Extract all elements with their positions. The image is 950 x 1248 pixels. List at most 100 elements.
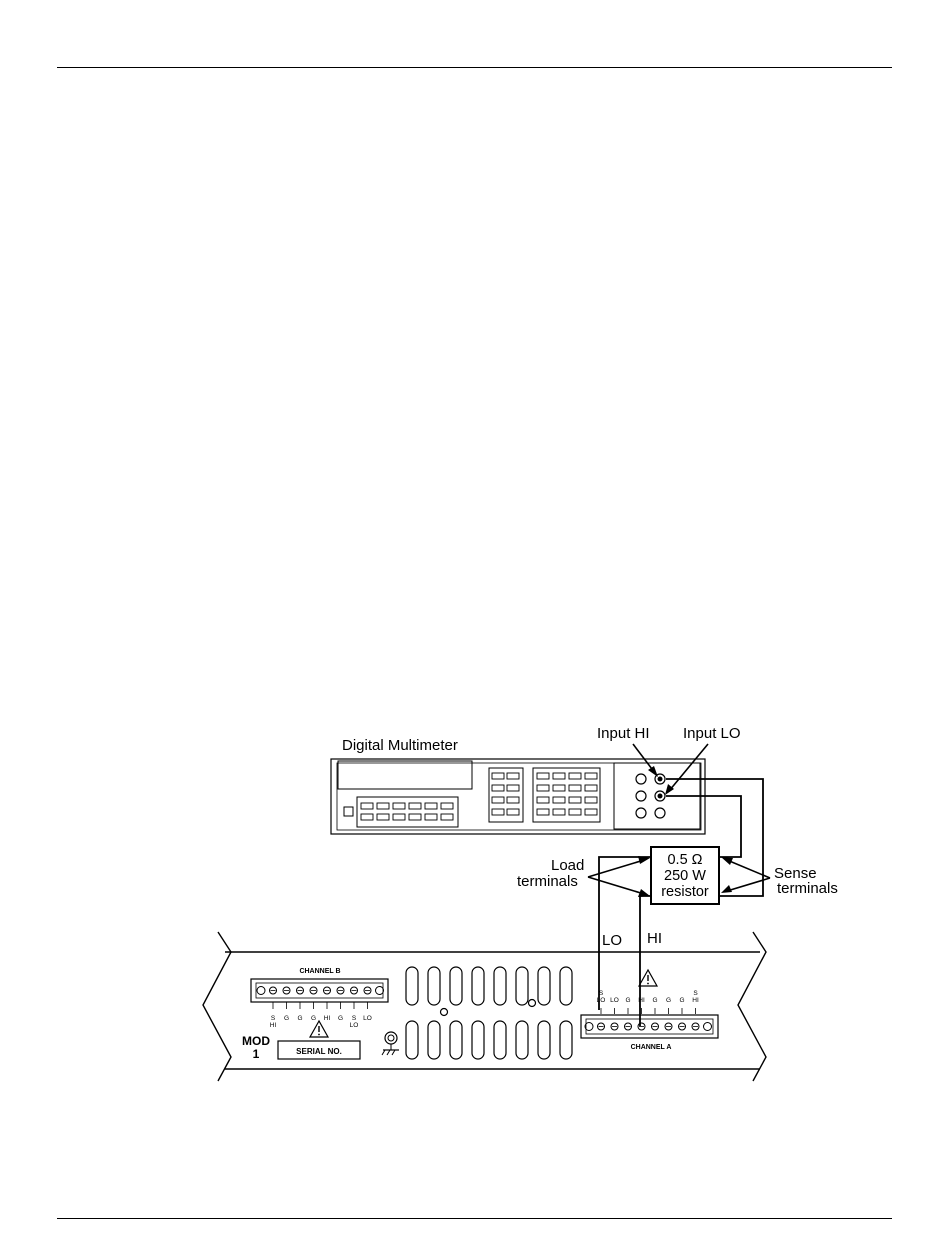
keypad-key[interactable] [569,785,581,791]
keypad-key[interactable] [537,785,549,791]
keypad-key[interactable] [492,773,504,779]
jack[interactable] [636,791,646,801]
warning-icon [639,970,657,986]
channel-b-label: CHANNEL B [299,968,340,975]
vent-slot [560,967,572,1005]
vent-slot [516,1021,528,1059]
chassis-ground-icon [382,1032,399,1055]
keypad-key[interactable] [569,809,581,815]
ventilation-slots [406,967,572,1059]
keypad-key[interactable] [441,814,453,820]
serial-number-label: SERIAL NO. [296,1047,342,1056]
vent-slot [472,1021,484,1059]
keypad-key[interactable] [553,773,565,779]
resistor-power: 250 W [664,868,706,884]
panel-screw [529,1000,536,1007]
panel-break-right [738,932,766,1081]
mounting-screw [376,987,384,995]
panel-screw [441,1009,448,1016]
pin-label: G [297,1015,302,1022]
pin-label: S [352,1015,357,1022]
input-lo-arrow [669,744,708,791]
keypad-key[interactable] [441,803,453,809]
load-arrowhead-bottom [638,889,650,897]
pin-label: G [338,1015,343,1022]
pin-label: HI [270,1022,277,1029]
sense-arrowhead-bottom [721,885,732,893]
pin-label: LO [363,1015,372,1022]
keypad-key[interactable] [585,785,597,791]
sense-arrowhead-top [721,857,733,865]
keypad-key[interactable] [537,773,549,779]
keypad-key[interactable] [361,814,373,820]
pin-label: HI [692,997,699,1004]
keypad-key[interactable] [569,773,581,779]
panel-break-left [203,932,231,1081]
keypad-key[interactable] [377,803,389,809]
pin-label: G [311,1015,316,1022]
keypad-key[interactable] [425,803,437,809]
mounting-screw [257,987,265,995]
vent-slot [494,1021,506,1059]
keypad-key[interactable] [492,785,504,791]
keypad-key[interactable] [409,814,421,820]
numeric-keys [537,773,597,815]
vent-slot [450,1021,462,1059]
keypad-key[interactable] [537,809,549,815]
keypad-key[interactable] [507,797,519,803]
keypad-key[interactable] [585,809,597,815]
pin-label: S [271,1015,276,1022]
load-resistor: 0.5 Ω 250 W resistor [651,847,719,904]
power-button[interactable] [344,807,353,816]
resistor-label: resistor [661,884,709,900]
module-label: MOD [242,1034,270,1048]
mounting-screw [704,1023,712,1031]
pin-label: G [666,997,671,1004]
keypad-key[interactable] [585,773,597,779]
resistor-value: 0.5 Ω [667,852,702,868]
keypad-key[interactable] [492,797,504,803]
pin-label: G [679,997,684,1004]
vent-slot [406,967,418,1005]
keypad-key[interactable] [553,785,565,791]
keypad-key[interactable] [569,797,581,803]
load-terminals-label-2: terminals [517,873,578,890]
keypad-key[interactable] [537,797,549,803]
vent-slot [538,1021,550,1059]
keypad-key[interactable] [361,803,373,809]
module-number: 1 [253,1047,260,1061]
function-keys [361,803,453,820]
keypad-key[interactable] [409,803,421,809]
input-hi-arrowhead [648,766,658,777]
keypad-key[interactable] [492,809,504,815]
keypad-key[interactable] [393,803,405,809]
pin-label: LO [610,997,619,1004]
keypad-key[interactable] [507,785,519,791]
vent-slot [450,967,462,1005]
jack[interactable] [636,808,646,818]
vent-slot [538,967,550,1005]
pin-label: S [599,990,604,997]
input-jacks [636,774,665,818]
load-arrows [588,860,644,894]
pin-label: LO [597,997,606,1004]
jack[interactable] [655,808,665,818]
jack[interactable] [636,774,646,784]
channel-a-terminals [585,1023,712,1031]
channel-b-terminals [257,987,384,995]
keypad-key[interactable] [507,809,519,815]
keypad-key[interactable] [585,797,597,803]
keypad-key[interactable] [507,773,519,779]
input-lo-label: Input LO [683,725,741,742]
input-hi-label: Input HI [597,725,650,742]
keypad-key[interactable] [393,814,405,820]
keypad-key[interactable] [553,809,565,815]
keypad-key[interactable] [425,814,437,820]
pin-label: G [652,997,657,1004]
multimeter-title: Digital Multimeter [342,737,458,754]
pin-label: G [625,997,630,1004]
keypad-key[interactable] [377,814,389,820]
pin-label: G [284,1015,289,1022]
keypad-key[interactable] [553,797,565,803]
